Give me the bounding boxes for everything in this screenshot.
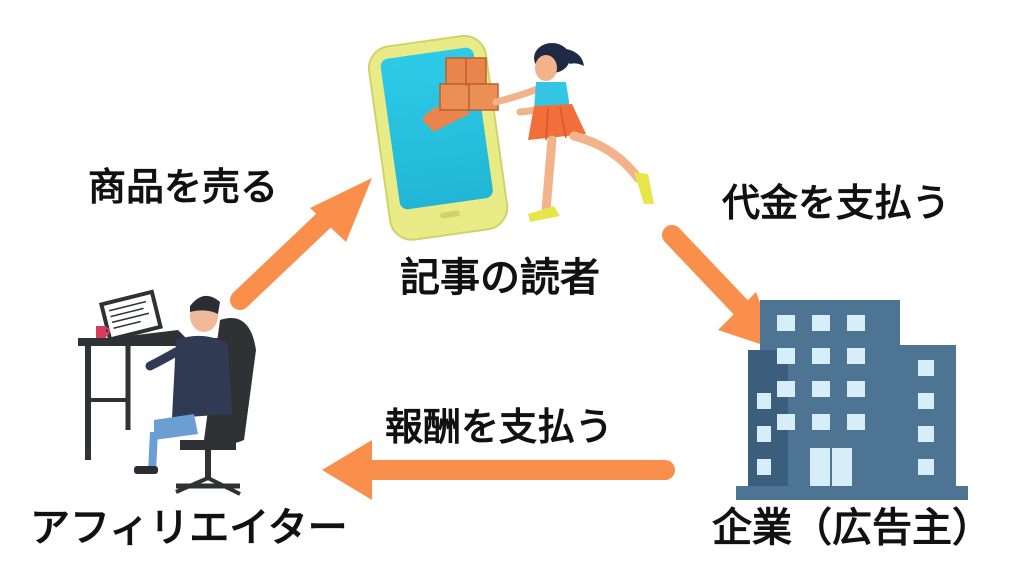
shopper-icon bbox=[492, 43, 654, 222]
arrow-affiliate-to-reader bbox=[230, 178, 372, 310]
office-building-icon bbox=[736, 300, 968, 500]
label-company: 企業（広告主） bbox=[712, 505, 992, 551]
label-sell-product: 商品を売る bbox=[88, 165, 279, 209]
label-pay-reward: 報酬を支払う bbox=[385, 405, 614, 449]
label-reader: 記事の読者 bbox=[400, 255, 600, 301]
smartphone-icon bbox=[367, 34, 509, 241]
label-affiliate: アフィリエイター bbox=[30, 505, 348, 551]
person-at-laptop-icon bbox=[78, 289, 256, 496]
delivery-boxes-icon bbox=[422, 57, 499, 132]
label-pay-price: 代金を支払う bbox=[722, 181, 951, 225]
arrow-company-to-affiliate bbox=[322, 440, 675, 500]
